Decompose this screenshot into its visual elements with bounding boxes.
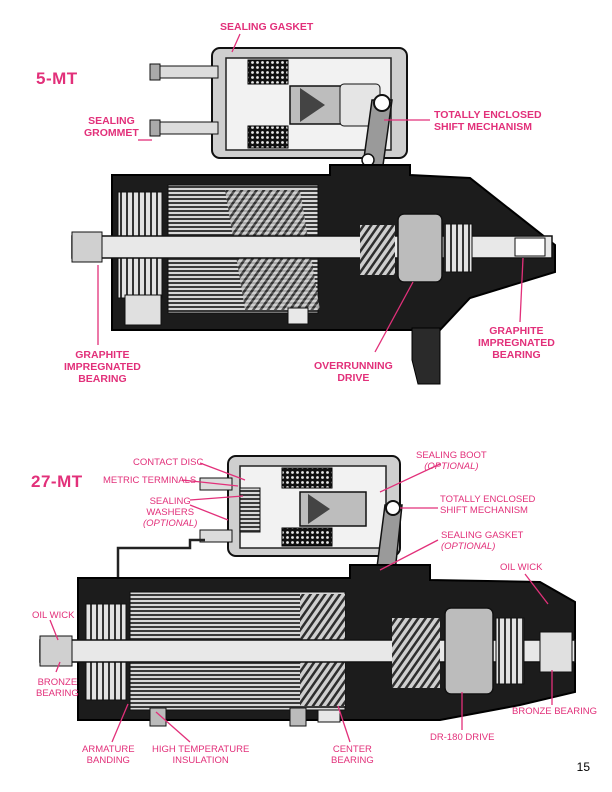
- page-number: 15: [576, 760, 590, 774]
- label-contact-disc: CONTACT DISC: [133, 457, 204, 468]
- label-shift-mechanism-top: TOTALLY ENCLOSED SHIFT MECHANISM: [434, 109, 542, 133]
- label-oil-wick-right: OIL WICK: [500, 562, 543, 573]
- model-label-27mt: 27-MT: [31, 472, 83, 491]
- starter-5mt: [71, 47, 556, 385]
- label-bronze-bearing-left: BRONZE BEARING: [36, 677, 79, 699]
- drive-5mt: [397, 213, 443, 283]
- label-center-bearing: CENTER BEARING: [331, 744, 374, 766]
- label-sealing-boot: SEALING BOOT (OPTIONAL): [416, 450, 487, 472]
- model-label-5mt: 5-MT: [36, 69, 78, 88]
- label-bronze-bearing-right: BRONZE BEARING: [512, 706, 597, 717]
- label-shift-mechanism-bottom: TOTALLY ENCLOSED SHIFT MECHANISM: [440, 494, 536, 516]
- drive-27mt: [444, 607, 494, 695]
- label-overrunning-drive: OVERRUNNING DRIVE: [314, 360, 393, 384]
- label-high-temp-insulation: HIGH TEMPERATURE INSULATION: [152, 744, 250, 766]
- label-armature-banding: ARMATURE BANDING: [82, 744, 135, 766]
- starter-27mt: [39, 455, 576, 727]
- label-graphite-bearing-right: GRAPHITE IMPREGNATED BEARING: [478, 325, 555, 361]
- label-sealing-washers: SEALING WASHERS (OPTIONAL): [143, 496, 198, 529]
- leader-lines: [49, 33, 553, 743]
- label-oil-wick-left: OIL WICK: [32, 610, 75, 621]
- label-sealing-gasket: SEALING GASKET: [220, 21, 314, 33]
- label-graphite-bearing-left: GRAPHITE IMPREGNATED BEARING: [64, 349, 141, 385]
- label-sealing-gasket-bottom: SEALING GASKET (OPTIONAL): [441, 530, 524, 552]
- label-sealing-grommet: SEALING GROMMET: [84, 115, 139, 139]
- label-metric-terminals: METRIC TERMINALS: [103, 475, 197, 486]
- label-dr180-drive: DR-180 DRIVE: [430, 732, 495, 743]
